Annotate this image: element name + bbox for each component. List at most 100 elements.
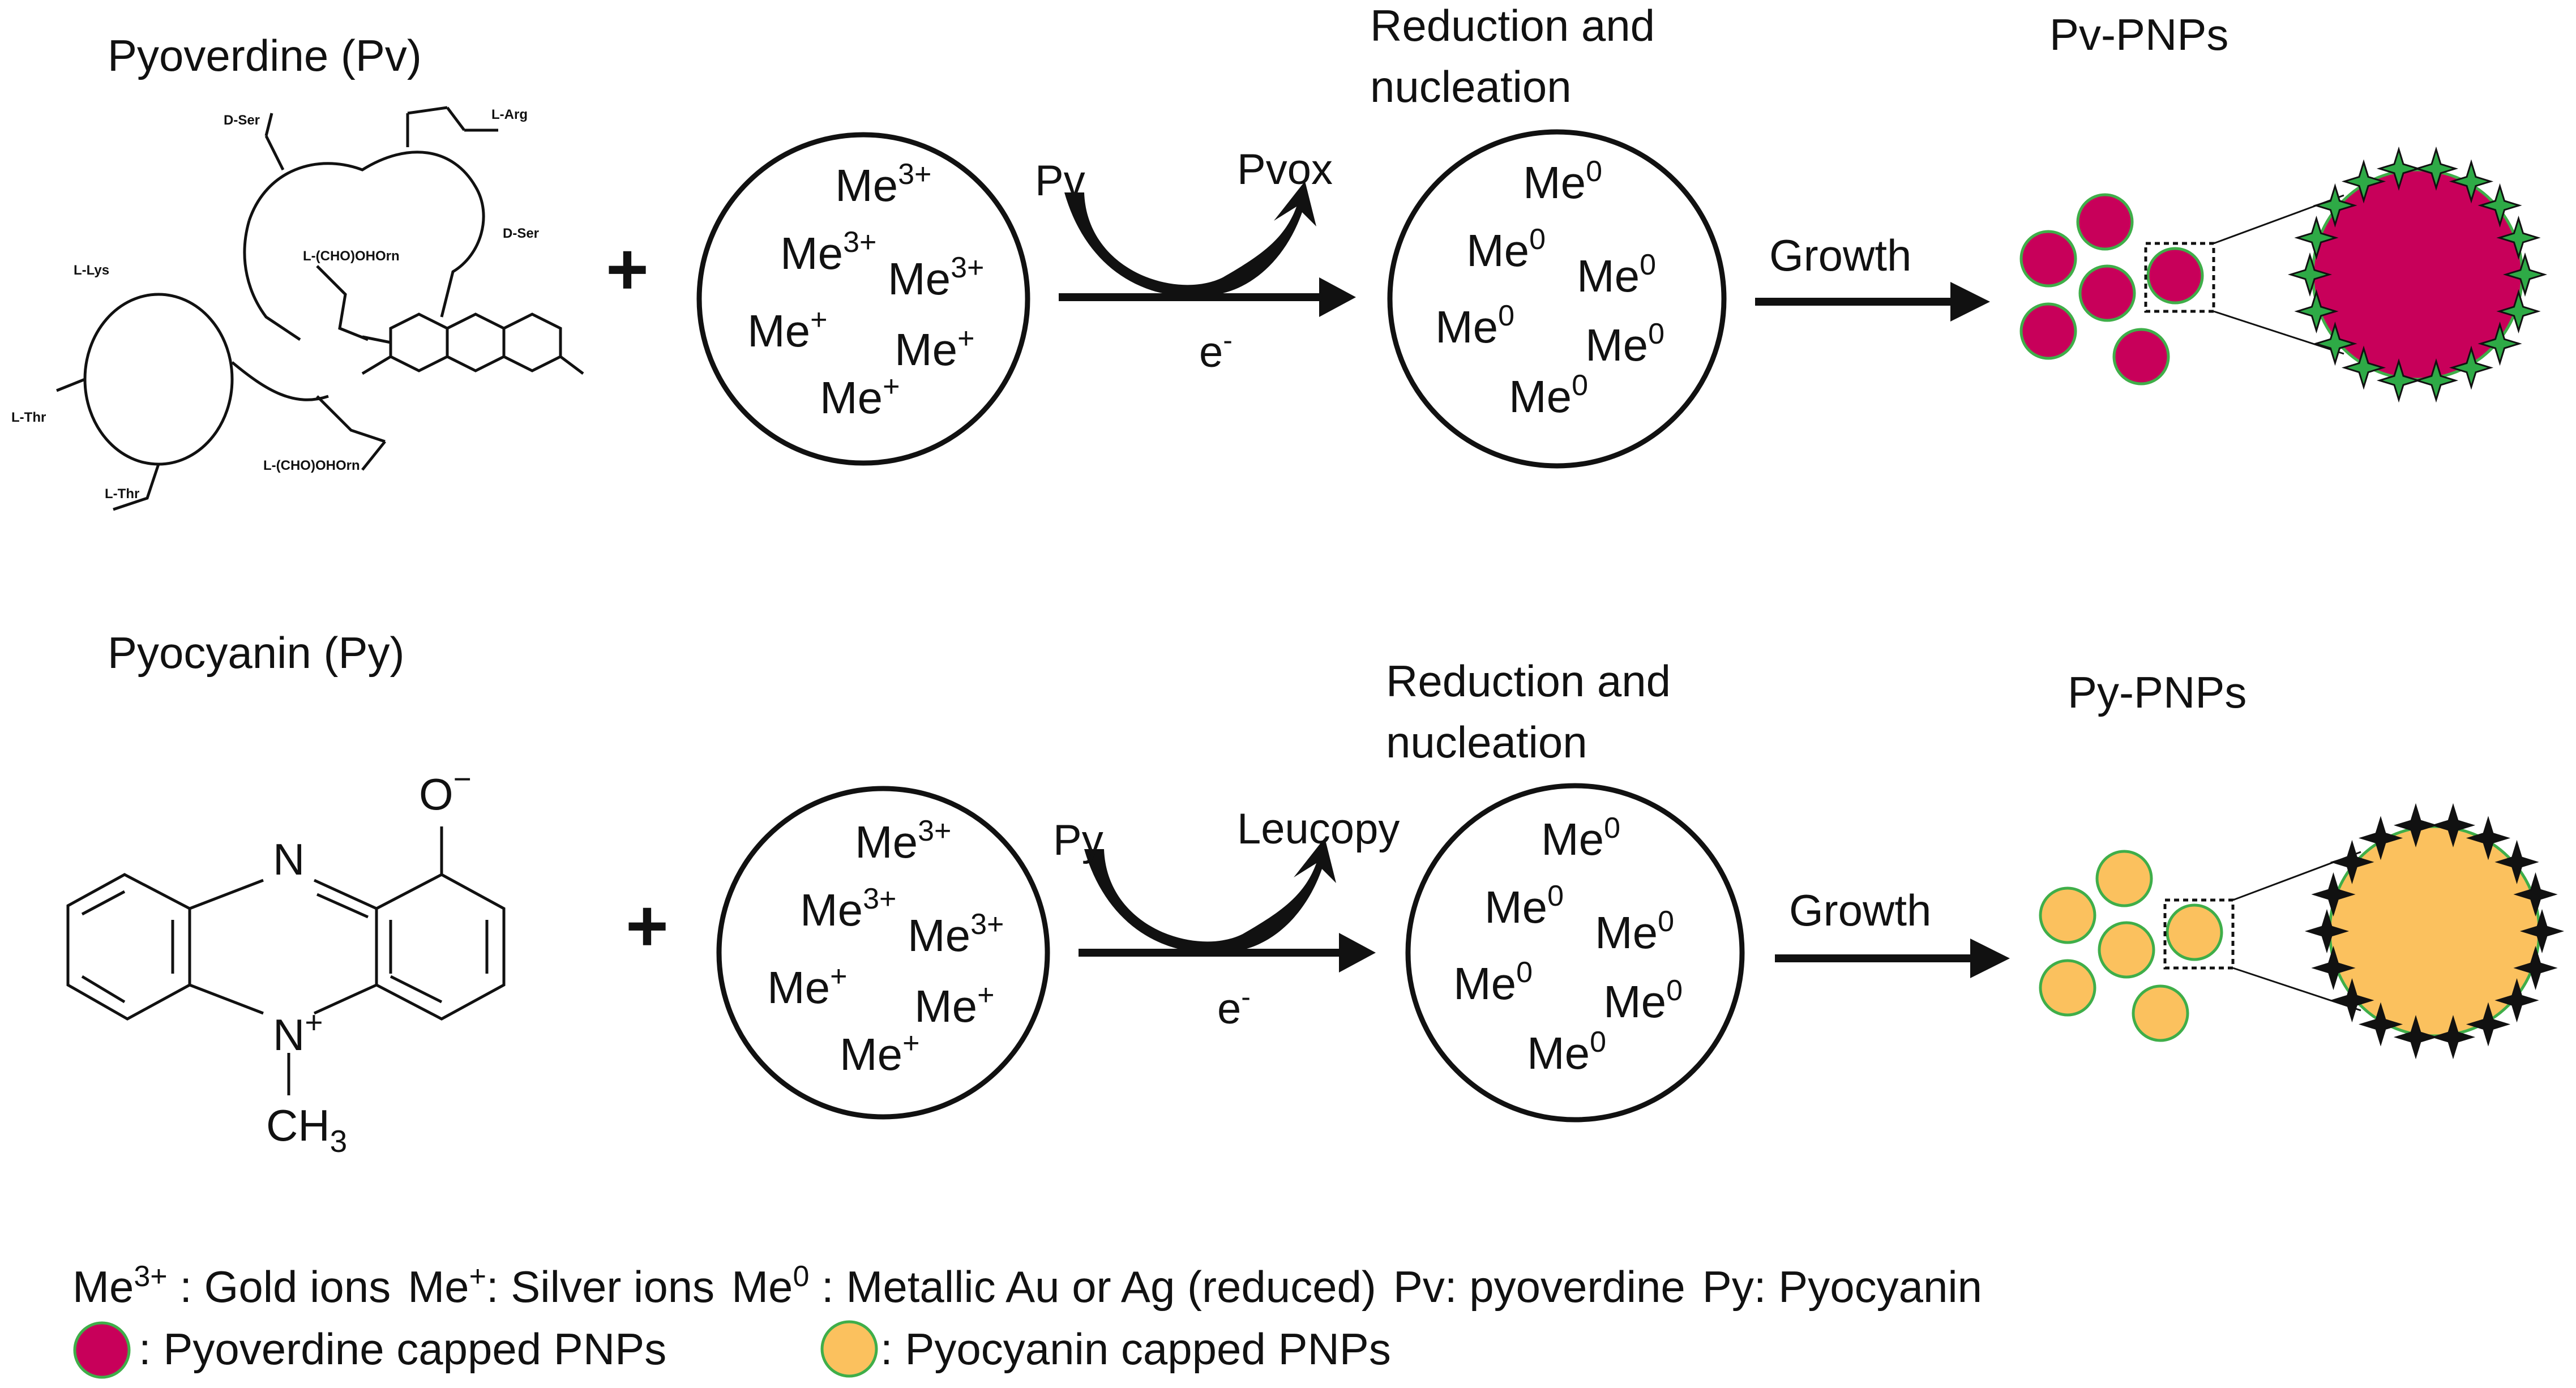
nitrogen-atom: N+ — [273, 1005, 323, 1060]
metal-ion-circle — [696, 132, 1030, 466]
ion-label: Me+ — [767, 960, 848, 1013]
metal-ions: Me3+ Me3+ Me3+ Me+ Me+ Me+ — [747, 158, 984, 423]
capping-star — [2466, 1002, 2511, 1047]
capping-star — [2449, 345, 2494, 390]
capping-star — [2311, 945, 2356, 991]
capping-star — [2313, 183, 2357, 228]
nanoparticle — [2019, 230, 2077, 288]
metal-label: Me0 — [1603, 974, 1683, 1027]
nitrogen-atom: N — [273, 834, 305, 884]
legend-py-np: : Pyocyanin capped PNPs — [880, 1324, 1391, 1374]
capping-star — [2430, 803, 2476, 847]
ion-label: Me3+ — [855, 815, 951, 867]
metal-label: Me0 — [1523, 155, 1602, 208]
plus-sign: + — [626, 884, 669, 967]
capping-star — [2477, 322, 2522, 366]
zoom-box — [2163, 898, 2235, 970]
metal-atom-circle — [1405, 783, 1745, 1123]
capping-star — [2358, 1002, 2403, 1047]
oxygen-atom: O− — [419, 761, 472, 819]
pyoverdine-structure — [56, 106, 584, 511]
capped-nanoparticle-zoom — [2311, 168, 2524, 381]
capping-star — [2313, 322, 2357, 366]
curved-arrow — [1084, 838, 1336, 953]
reactant-label: Py — [1053, 816, 1103, 864]
methyl-group: CH3 — [266, 1100, 347, 1159]
metal-label: Me0 — [1435, 299, 1514, 352]
curved-arrow — [1064, 181, 1316, 297]
nanoparticle — [2039, 959, 2096, 1017]
electron-label: e- — [1199, 324, 1233, 376]
metal-label: Me0 — [1595, 905, 1674, 958]
step-label: nucleation — [1386, 717, 1587, 767]
ion-label: Me+ — [840, 1027, 920, 1079]
metal-label: Me0 — [1585, 318, 1664, 370]
capping-star — [2393, 803, 2438, 847]
capping-star — [2287, 252, 2333, 297]
np-label: Pv-PNPs — [2049, 10, 2228, 59]
zoom-box — [2144, 242, 2215, 313]
structure-label: D-Ser — [503, 226, 539, 241]
capping-stars — [2304, 803, 2565, 1060]
ion-label: Me+ — [895, 322, 975, 375]
pv-nanoparticle-cluster — [2019, 193, 2204, 385]
capping-star — [2466, 816, 2511, 860]
pyoverdine-title: Pyoverdine (Pv) — [108, 31, 422, 80]
ion-label: Me3+ — [800, 883, 896, 935]
capping-star — [2513, 945, 2558, 991]
pyocyanin-np-swatch — [820, 1320, 878, 1378]
capping-star — [2496, 289, 2541, 334]
pyoverdine-row: Pyoverdine (Pv) — [11, 1, 2548, 511]
plus-sign: + — [606, 228, 649, 310]
capping-star — [2376, 146, 2421, 191]
ion-label: Me3+ — [835, 158, 931, 211]
structure-label: L-(CHO)OHOrn — [263, 458, 360, 473]
capping-star — [2304, 909, 2350, 954]
metal-label: Me0 — [1453, 956, 1533, 1009]
metal-atoms: Me0 Me0 Me0 Me0 Me0 Me0 — [1435, 155, 1664, 422]
ion-label: Me3+ — [908, 908, 1004, 961]
capping-stars — [2287, 146, 2548, 403]
growth-arrowhead — [1970, 939, 2010, 978]
structure-label: L-(CHO)OHOrn — [303, 249, 400, 264]
capping-star — [2358, 816, 2403, 860]
pyocyanin-structure — [66, 826, 506, 1095]
capping-star — [2294, 289, 2339, 334]
metal-ions: Me3+ Me3+ Me3+ Me+ Me+ Me+ — [767, 815, 1004, 1079]
nanoparticle — [2076, 193, 2134, 251]
pyocyanin-row: Pyocyanin (Py) O− N N — [66, 628, 2565, 1159]
product-label: Leucopy — [1237, 805, 1400, 853]
capping-star — [2496, 215, 2541, 260]
metal-label: Me0 — [1527, 1026, 1606, 1078]
metal-label: Me0 — [1577, 249, 1656, 301]
structure-label: L-Lys — [74, 263, 109, 278]
metal-label: Me0 — [1466, 223, 1546, 276]
step-label: Reduction and — [1386, 656, 1671, 706]
nanoparticle — [2098, 921, 2155, 979]
structure-label: L-Arg — [491, 107, 528, 122]
capping-star — [2311, 872, 2356, 917]
zoom-line — [2232, 967, 2361, 1012]
capping-star — [2330, 978, 2374, 1023]
legend-pv-np: : Pyoverdine capped PNPs — [139, 1324, 666, 1374]
capping-star — [2341, 159, 2386, 204]
ion-label: Me+ — [820, 370, 900, 423]
capping-star — [2513, 872, 2558, 917]
pyoverdine-np-swatch — [73, 1321, 131, 1379]
capping-star — [2414, 146, 2459, 191]
nanoparticle — [2132, 984, 2189, 1042]
structure-label: D-Ser — [224, 113, 260, 128]
capping-star — [2330, 839, 2374, 884]
capping-star — [2393, 1015, 2438, 1060]
reaction-arrowhead — [1319, 277, 1356, 317]
reactant-label: Pv — [1035, 157, 1085, 205]
capped-nanoparticle-zoom — [2328, 825, 2541, 1038]
step-label: Reduction and — [1370, 1, 1655, 50]
metal-atom-circle — [1387, 129, 1727, 469]
nanoparticle — [2112, 328, 2170, 385]
capping-star — [2294, 215, 2339, 260]
capping-star — [2414, 358, 2459, 403]
product-label: Pvox — [1237, 145, 1333, 194]
